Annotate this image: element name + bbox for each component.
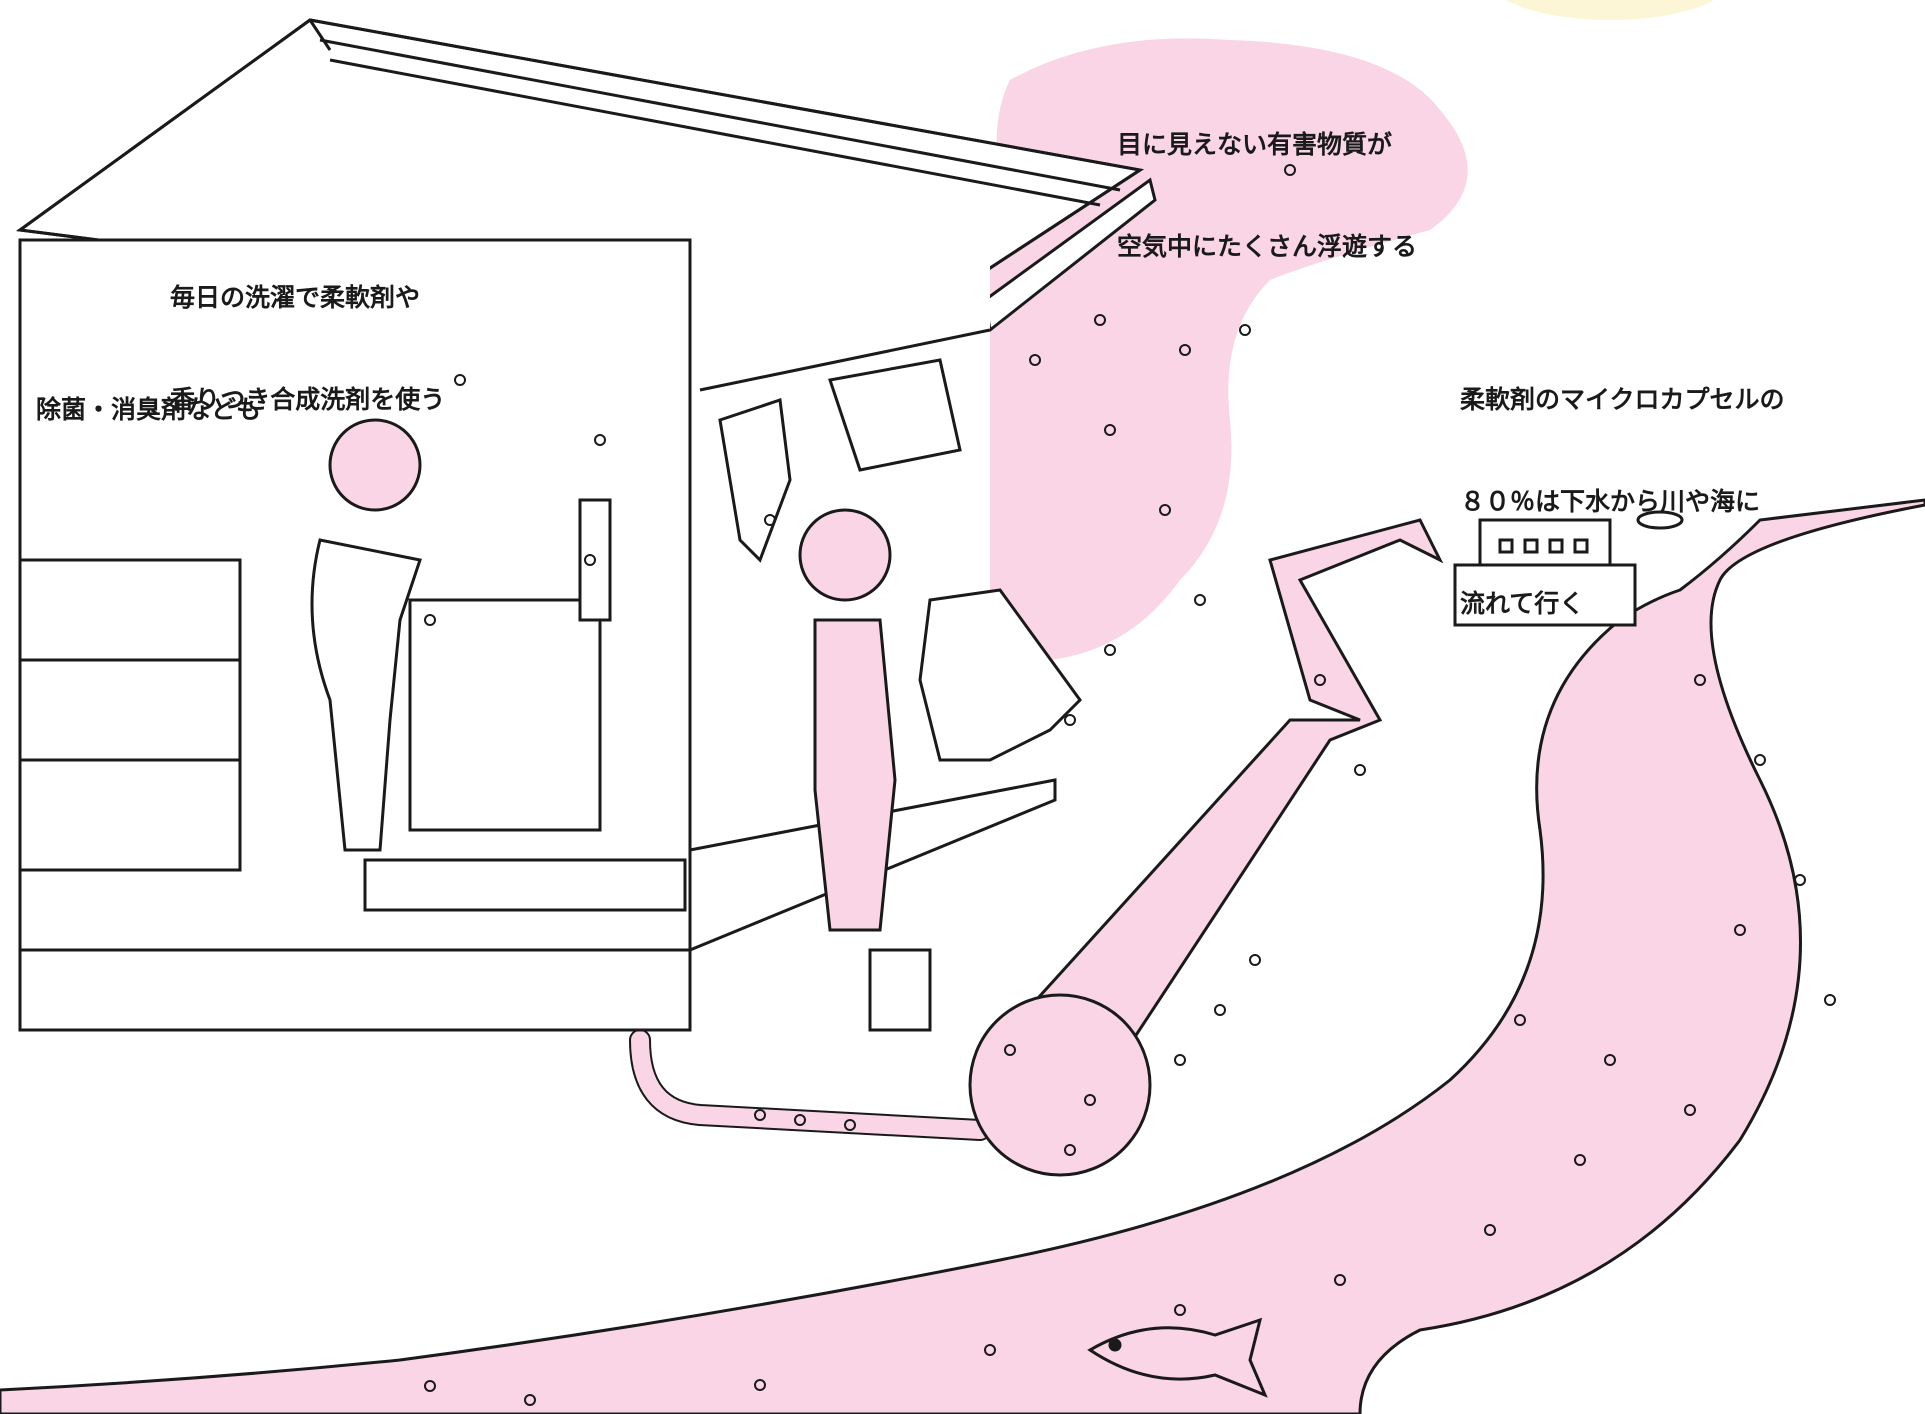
sewage-note-line-1: 柔軟剤のマイクロカプセルの [1460,385,1785,414]
treatment-plant [1453,510,1684,627]
sewage-note-line-2: ８０％は下水から川や海に [1460,487,1761,516]
microcapsule-sewage-note: 柔軟剤のマイクロカプセルの ８０％は下水から川や海に 流れて行く [1460,315,1785,655]
house [16,18,1157,1032]
air-note-line-1: 目に見えない有害物質が [1117,130,1393,159]
laundry-note-line-2: 香りつき合成洗剤を使う [170,385,446,414]
sewer-pipe [997,518,1444,1092]
man-figure [310,418,422,852]
magnified-pipe-view [968,993,1152,1177]
drain-pipe-fill [631,1031,989,1139]
sewage-note-line-3: 流れて行く [1460,589,1585,618]
hanging-laundry [699,328,991,563]
laundry-softener-note: 毎日の洗濯で柔軟剤や 香りつき合成洗剤を使う [170,213,445,451]
air-note-line-2: 空気中にたくさん浮遊する [1117,232,1418,261]
girl-figure [798,508,1082,932]
fish [1087,1317,1268,1398]
disinfectant-deodorizer-note: 除菌・消臭剤なども [36,395,262,424]
river [0,498,1925,1414]
sun-glow [1506,0,1714,20]
laundry-note-line-1: 毎日の洗濯で柔軟剤や [170,283,421,312]
airborne-harmful-substances-note: 目に見えない有害物質が 空気中にたくさん浮遊する [1117,60,1417,298]
microcapsule-dots [424,164,1836,1406]
